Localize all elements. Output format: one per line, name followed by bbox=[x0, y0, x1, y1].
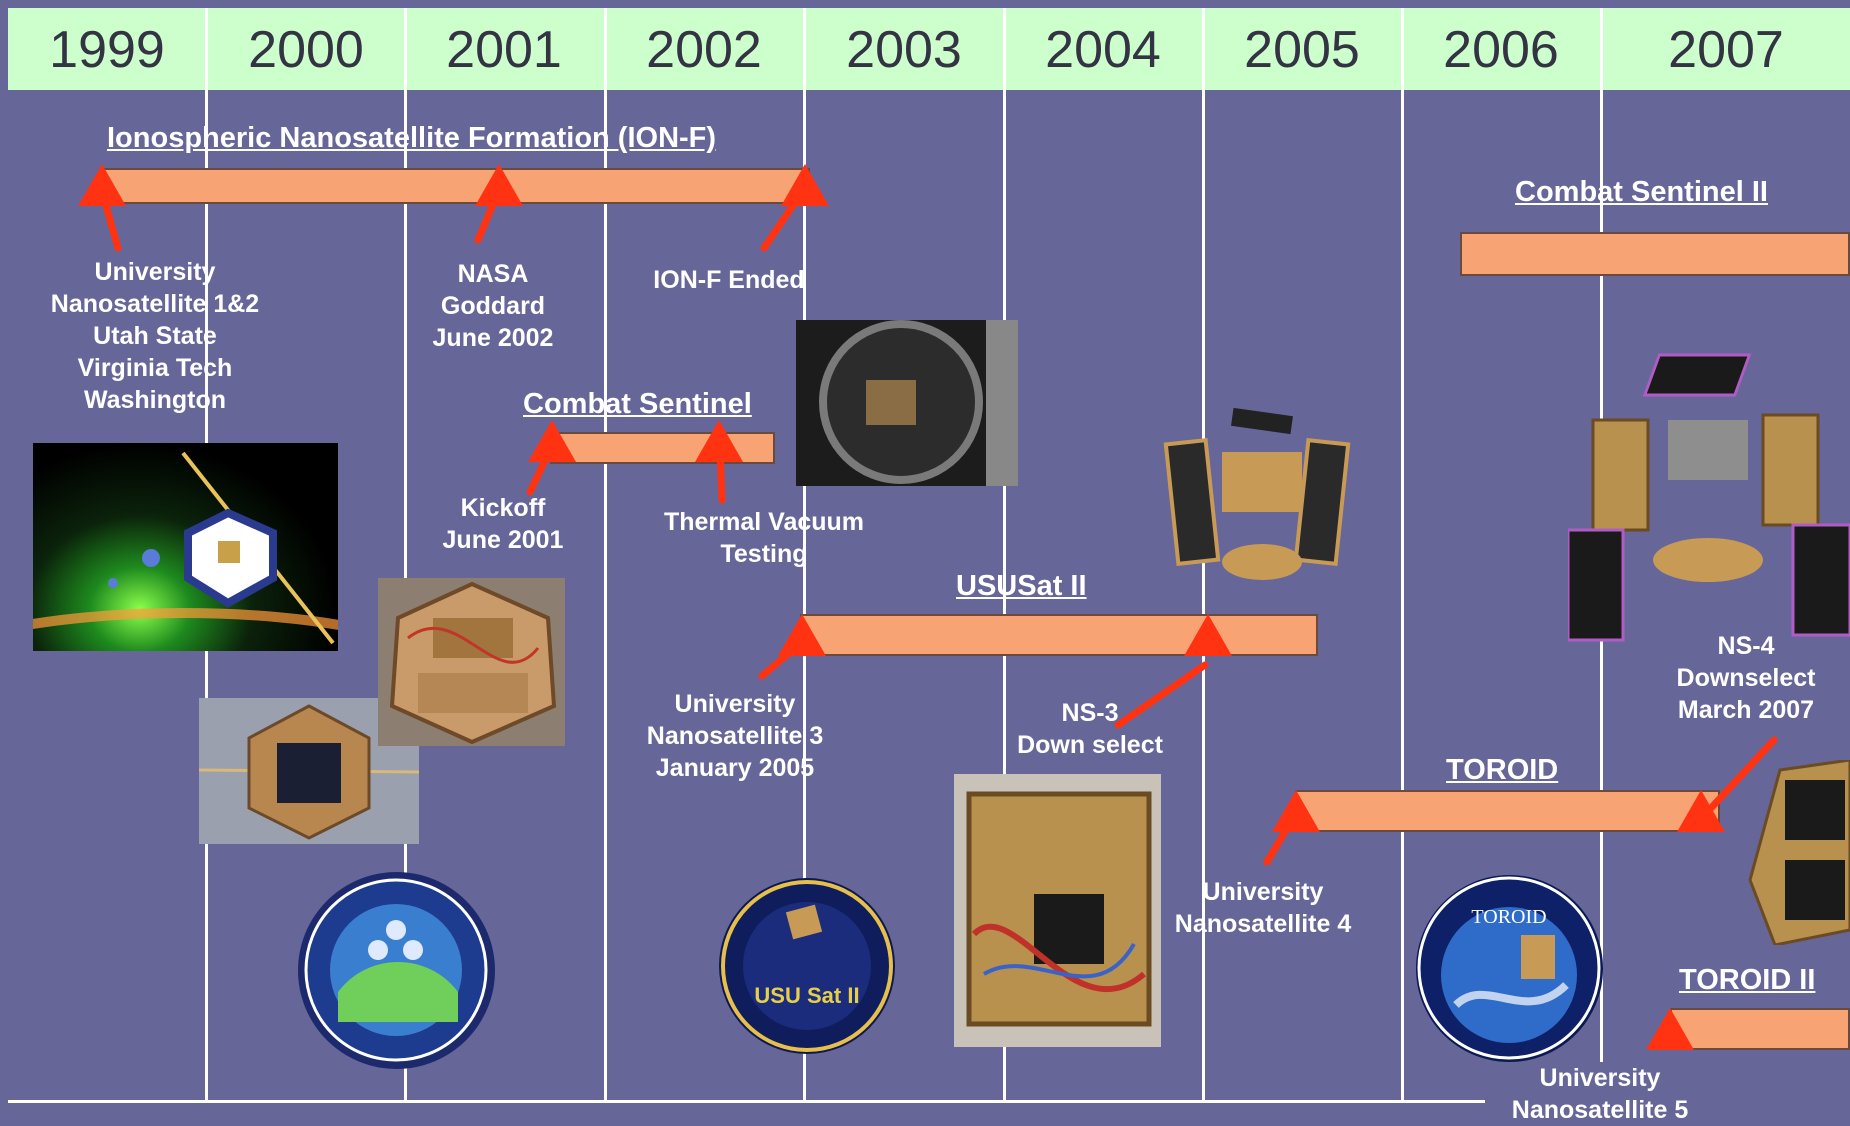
label-thermal-vacuum: Thermal Vacuum Testing bbox=[663, 508, 865, 568]
arrow-thermal bbox=[716, 446, 726, 504]
year-1999: 1999 bbox=[49, 21, 165, 79]
arrow-nasa bbox=[474, 191, 501, 244]
combat-sentinel-2-bar bbox=[1460, 232, 1850, 276]
year-2006: 2006 bbox=[1443, 21, 1559, 79]
marker-un4 bbox=[1272, 790, 1320, 832]
year-2001: 2001 bbox=[446, 21, 562, 79]
arrow-ns4 bbox=[1696, 736, 1778, 824]
arrow-ns3 bbox=[1114, 661, 1209, 729]
marker-un3 bbox=[778, 614, 826, 656]
usu-sat-2-patch-text: USU Sat II bbox=[754, 983, 859, 1008]
gridline-2001 bbox=[404, 8, 407, 1103]
year-2007: 2007 bbox=[1668, 21, 1784, 79]
arrow-un12 bbox=[99, 191, 122, 252]
label-un4: University Nanosatellite 4 bbox=[1174, 878, 1352, 938]
gridline-2004 bbox=[1003, 8, 1006, 1103]
ns4-satellite-model bbox=[1740, 760, 1850, 945]
toroid-title: TOROID bbox=[1446, 754, 1559, 786]
arrow-un3 bbox=[758, 640, 804, 680]
marker-ionf-ended bbox=[781, 164, 829, 206]
year-header bbox=[8, 8, 1850, 90]
combat-sentinel-title: Combat Sentinel bbox=[523, 388, 752, 420]
marker-nasa-goddard bbox=[475, 164, 523, 206]
label-nasa-goddard: NASA Goddard June 2002 bbox=[432, 260, 554, 352]
year-2004: 2004 bbox=[1045, 21, 1161, 79]
year-2000: 2000 bbox=[248, 21, 364, 79]
gridline-2002 bbox=[604, 8, 607, 1103]
marker-un5 bbox=[1646, 1008, 1694, 1050]
hexagon-satellite-photo bbox=[199, 698, 419, 844]
ionf-bar bbox=[100, 168, 810, 204]
ionf-title: Ionospheric Nanosatellite Formation (ION… bbox=[107, 122, 717, 154]
arrow-ionf-ended bbox=[760, 191, 804, 252]
ususat2-title: USUSat II bbox=[956, 570, 1087, 602]
usu-sat-2-patch: USU Sat II bbox=[719, 878, 895, 1054]
label-un12: University Nanosatellite 1&2 Utah State … bbox=[50, 258, 260, 414]
label-un3: University Nanosatellite 3 January 2005 bbox=[646, 690, 824, 782]
ions-mission-patch bbox=[298, 872, 495, 1069]
ususat2-exploded-model bbox=[1152, 402, 1358, 588]
satellite-interior-photo bbox=[378, 578, 565, 746]
thermal-vacuum-chamber-photo bbox=[796, 320, 1018, 486]
year-2005: 2005 bbox=[1244, 21, 1360, 79]
label-ns3: NS-3 Down select bbox=[1017, 699, 1163, 759]
label-ionf-ended: ION-F Ended bbox=[653, 266, 805, 294]
arrow-kickoff bbox=[526, 446, 554, 496]
label-ns4: NS-4 Downselect March 2007 bbox=[1676, 632, 1816, 724]
label-kickoff: Kickoff June 2001 bbox=[442, 494, 564, 554]
ns3-hardware-photo bbox=[954, 774, 1161, 1047]
toroid-2-title: TOROID II bbox=[1679, 964, 1816, 996]
toroid-2-bar bbox=[1670, 1008, 1850, 1050]
toroid-patch: TOROID bbox=[1416, 875, 1603, 1062]
gridline-2003 bbox=[803, 8, 806, 1103]
gridline-2006 bbox=[1401, 8, 1404, 1103]
arrow-un4 bbox=[1263, 816, 1296, 866]
label-un5: University Nanosatellite 5 bbox=[1485, 1062, 1715, 1126]
year-2003: 2003 bbox=[846, 21, 962, 79]
year-2002: 2002 bbox=[646, 21, 762, 79]
ionf-illustration bbox=[33, 443, 338, 651]
toroid-patch-text: TOROID bbox=[1471, 906, 1546, 928]
toroid-bar bbox=[1295, 790, 1720, 832]
combat-sentinel-2-title: Combat Sentinel II bbox=[1515, 176, 1768, 208]
baseline bbox=[8, 1100, 1488, 1103]
combat-sentinel-2-exploded-model bbox=[1568, 345, 1850, 645]
marker-ns3 bbox=[1184, 614, 1232, 656]
marker-kickoff bbox=[528, 420, 576, 462]
